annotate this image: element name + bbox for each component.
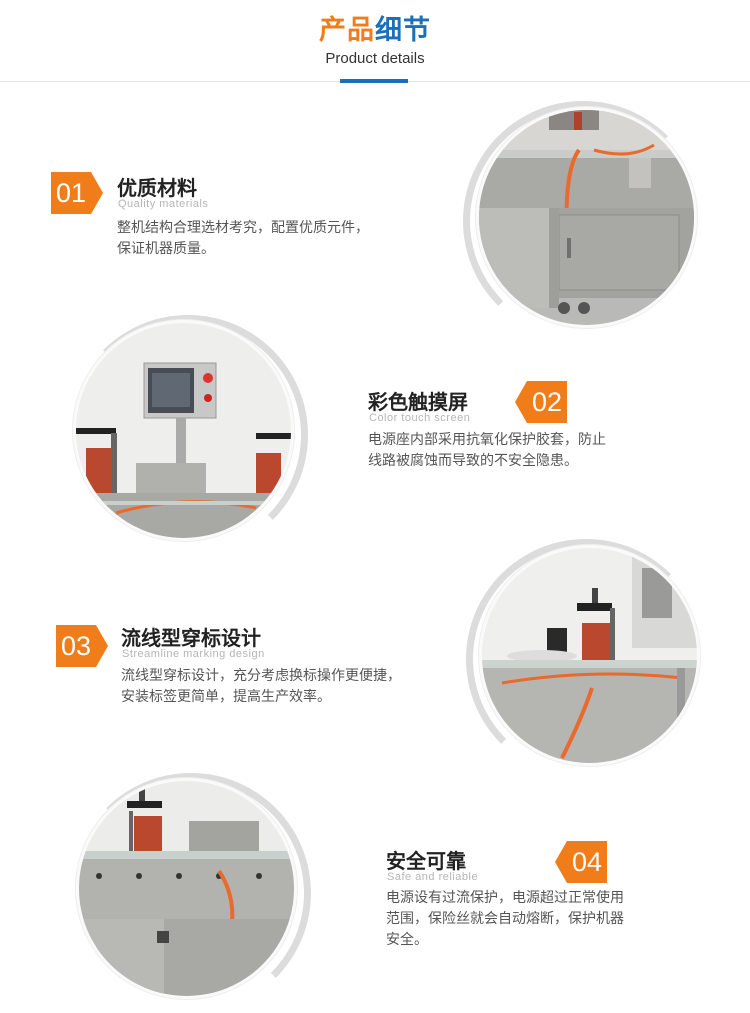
feature-2-decor-arc [68, 315, 308, 555]
feature-3-title: 流线型穿标设计 [121, 626, 261, 650]
feature-3-machine-photo [482, 548, 697, 763]
feature-3-decor-arc [466, 539, 706, 779]
feature-2-machine-photo [76, 323, 291, 538]
feature-4-title: 安全可靠 [386, 849, 466, 873]
badge-arrow-left-icon [555, 841, 607, 883]
feature-3-desc-line: 安装标签更简单，提高生产效率。 [121, 689, 331, 705]
feature-4-description: 电源设有过流保护，电源超过正常使用 范围，保险丝就会自动熔断，保护机器 安全。 [386, 888, 686, 951]
feature-1-machine-photo [479, 110, 694, 325]
feature-3-subtitle: Streamline marking design [122, 648, 265, 660]
feature-2-title: 彩色触摸屏 [368, 390, 468, 414]
feature-2-desc-line: 电源座内部采用抗氧化保护胶套，防止 [368, 432, 606, 448]
header-accent-bar [340, 79, 408, 83]
feature-1-description: 整机结构合理选材考究，配置优质元件， 保证机器质量。 [117, 218, 417, 260]
badge-arrow-left-icon [515, 381, 567, 423]
feature-4-subtitle: Safe and reliable [387, 871, 479, 883]
feature-2-desc-line: 线路被腐蚀而导致的不安全隐患。 [368, 453, 578, 469]
feature-4-desc-line: 安全。 [386, 932, 428, 948]
badge-arrow-right-icon [56, 625, 108, 667]
feature-4-decor-arc [71, 773, 311, 1013]
feature-1-title: 优质材料 [117, 176, 197, 200]
feature-3-description: 流线型穿标设计，充分考虑换标操作更便捷， 安装标签更简单，提高生产效率。 [121, 666, 451, 708]
feature-1-number: 01 [55, 178, 87, 208]
section-header: 产品细节 Product details [0, 0, 750, 84]
feature-3-badge: 03 [56, 625, 108, 667]
badge-arrow-right-icon [51, 172, 103, 214]
feature-1-decor-arc [463, 101, 703, 341]
page-subtitle: Product details [325, 50, 425, 67]
feature-4-machine-photo [79, 781, 294, 996]
page-title-part1: 产品 [319, 15, 375, 46]
feature-4-number: 04 [571, 847, 603, 877]
feature-2-badge: 02 [515, 381, 567, 423]
feature-1-subtitle: Quality materials [118, 198, 209, 210]
feature-3-number: 03 [60, 631, 92, 661]
feature-1-desc-line: 整机结构合理选材考究，配置优质元件， [117, 220, 369, 236]
feature-1-desc-line: 保证机器质量。 [117, 241, 215, 257]
page-title: 产品细节 [0, 8, 750, 47]
feature-2-description: 电源座内部采用抗氧化保护胶套，防止 线路被腐蚀而导致的不安全隐患。 [368, 430, 678, 472]
feature-4-desc-line: 电源设有过流保护，电源超过正常使用 [386, 890, 624, 906]
feature-2-number: 02 [531, 387, 563, 417]
feature-2-subtitle: Color touch screen [369, 412, 471, 424]
page-title-part2: 细节 [375, 15, 431, 46]
feature-1-badge: 01 [51, 172, 103, 214]
feature-3-desc-line: 流线型穿标设计，充分考虑换标操作更便捷， [121, 668, 401, 684]
feature-4-badge: 04 [555, 841, 607, 883]
feature-4-desc-line: 范围，保险丝就会自动熔断，保护机器 [386, 911, 624, 927]
